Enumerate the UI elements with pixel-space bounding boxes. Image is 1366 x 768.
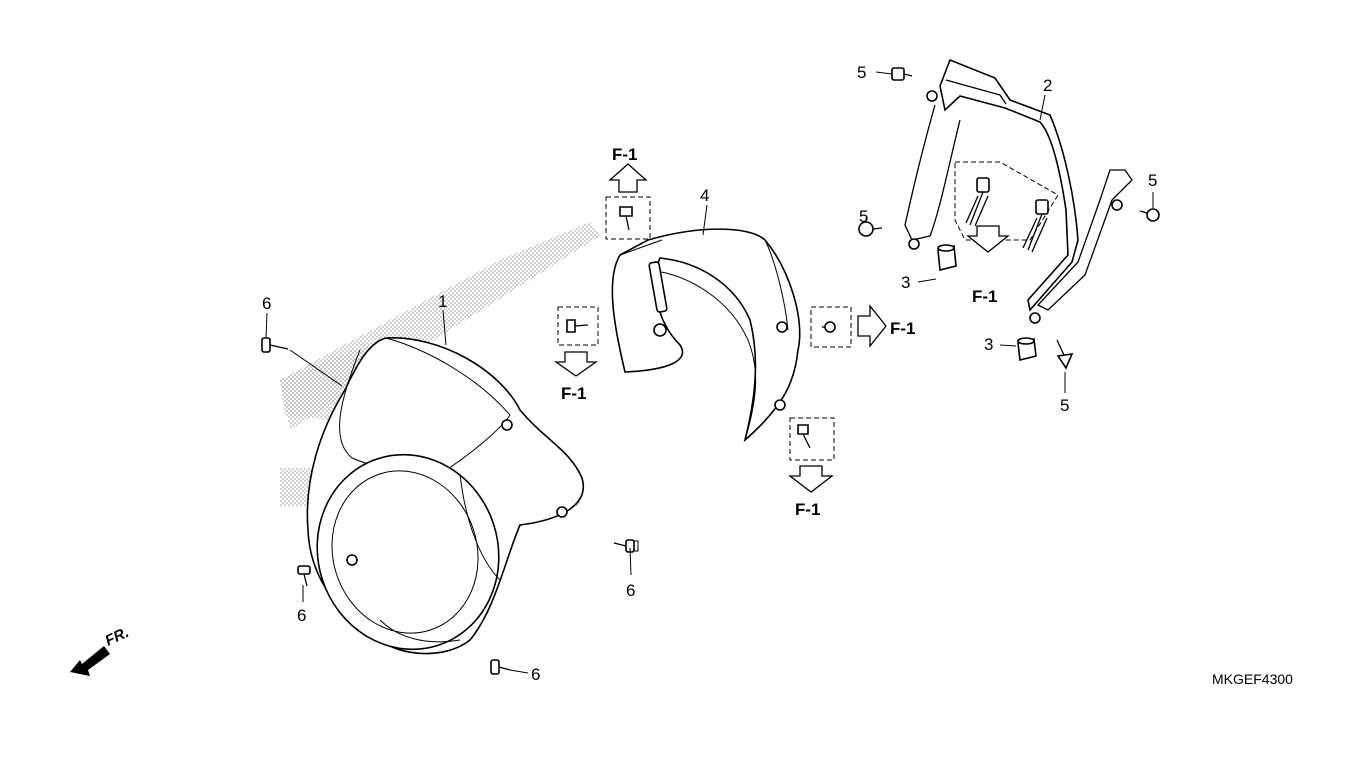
part-label: 1 [438,292,447,311]
diagram-code: MKGEF4300 [1212,671,1293,687]
headlight-stay [904,58,1133,324]
part-label: 3 [984,335,993,354]
collar-3a [937,244,957,272]
screw-6b [613,539,639,553]
ref-box-left [557,306,599,346]
ref-label: F-1 [972,287,998,306]
ref-box-right [810,306,852,348]
part-label: 6 [531,665,540,684]
part-label: 6 [262,294,271,313]
arrow-up-icon [608,163,648,193]
part-label: 6 [626,581,635,600]
arrow-right-icon [857,304,887,348]
part-label: 5 [1060,396,1069,415]
bolt-5b [1139,208,1160,222]
front-direction-indicator: FR. [70,624,132,676]
arrow-down-icon [966,225,1010,253]
part-label: 4 [700,186,709,205]
bolt-5d [1056,339,1074,370]
part-label: 3 [901,273,910,292]
front-arrow-icon [70,646,110,676]
part-label: 5 [857,63,866,82]
arrow-down-icon [788,465,834,493]
ref-label: F-1 [612,145,638,164]
front-label: FR. [103,624,132,650]
part-label: 5 [859,207,868,226]
ref-box-top [605,196,651,240]
ref-label: F-1 [890,319,916,338]
ref-box-bottom [789,417,835,461]
collar-3b [1017,337,1037,361]
leader-lines [265,71,1154,674]
headlight-case [306,337,585,655]
ref-labels: F-1 F-1 F-1 F-1 F-1 [561,145,998,519]
part-labels: 1 2 3 3 4 5 5 5 5 6 6 6 6 [262,63,1157,684]
screw-6c [297,565,311,587]
part-label: 5 [1148,171,1157,190]
bolt-right [1022,199,1049,253]
bolt-left [965,177,990,227]
part-label: 6 [297,606,306,625]
ref-label: F-1 [561,384,587,403]
bolt-5a [891,67,913,81]
inner-cover [611,228,801,443]
ref-label: F-1 [795,500,821,519]
screw-6d [490,659,511,675]
screw-6a [261,337,289,353]
part-label: 2 [1043,76,1052,95]
arrow-down-icon [553,351,599,377]
